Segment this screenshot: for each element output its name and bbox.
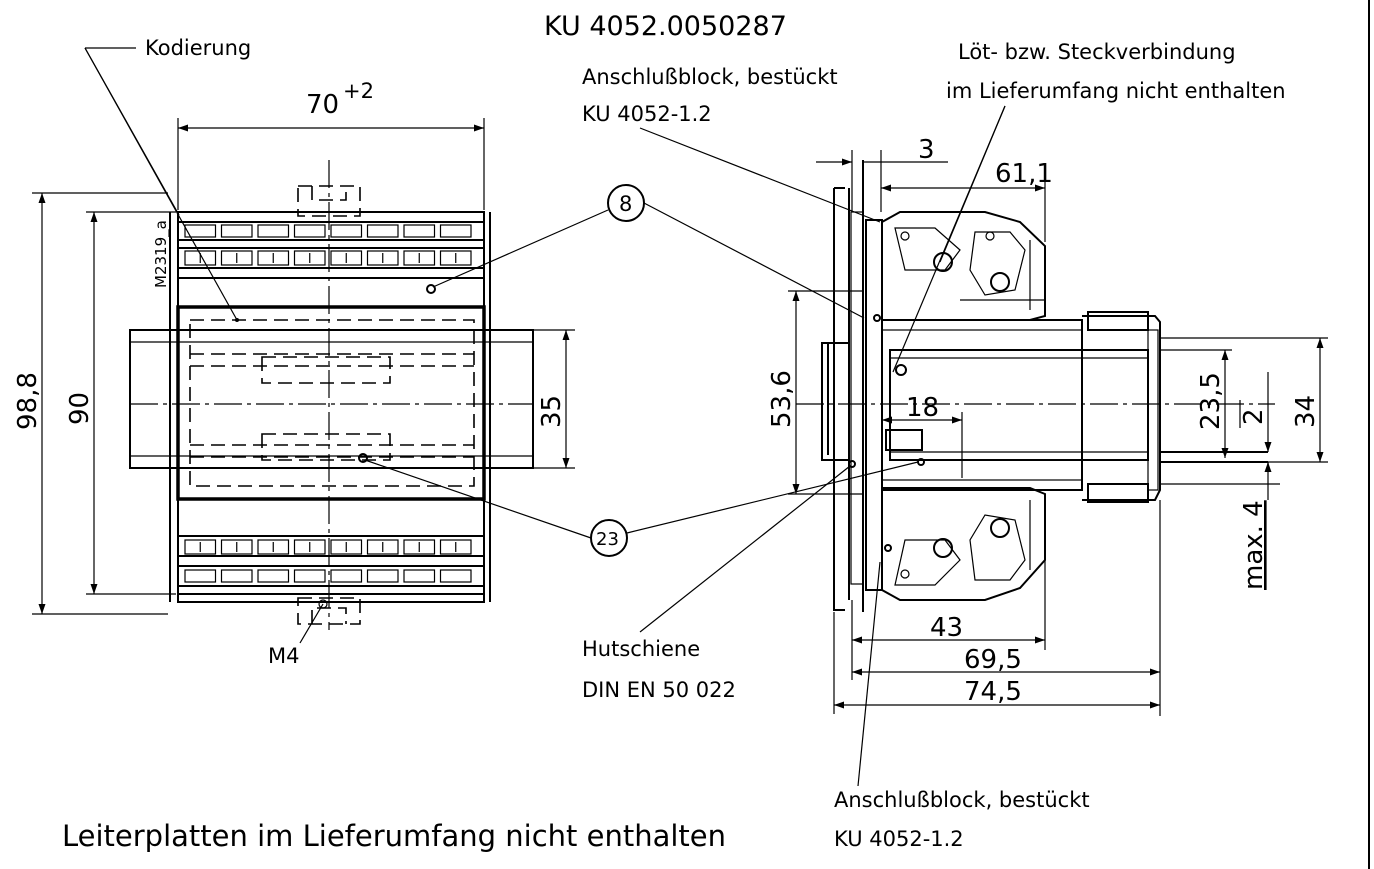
dim-53-6: 53,6 <box>767 370 797 428</box>
point-8-front <box>426 284 436 294</box>
side-dimensions: 3 61,1 53,6 18 23,5 2 34 max. 4 <box>767 135 1328 716</box>
dim-23-5: 23,5 <box>1196 372 1226 430</box>
terminal-cell <box>403 539 436 555</box>
dim-61-1: 61,1 <box>995 159 1053 189</box>
terminal-cell <box>439 250 472 266</box>
base-plate <box>865 219 883 591</box>
terminal-cell <box>220 569 253 583</box>
din-rail-front <box>129 329 534 469</box>
terminal-cell <box>330 250 363 266</box>
terminal-cell <box>184 569 217 583</box>
terminal-cell <box>366 250 399 266</box>
terminal-cell <box>257 224 290 238</box>
label-drawing-id: M2319_a <box>152 220 171 288</box>
footer-note: Leiterplatten im Lieferumfang nicht enth… <box>62 819 726 853</box>
dim-max-4: max. 4 <box>1239 500 1269 590</box>
label-anschluss-bottom-2: KU 4052-1.2 <box>834 827 964 851</box>
terminal-cell <box>220 539 253 555</box>
terminal-cell <box>184 250 217 266</box>
terminal-cell <box>366 569 399 583</box>
label-m4: M4 <box>268 644 299 668</box>
din-rail-side <box>833 187 850 611</box>
terminal-rows-top <box>178 221 484 279</box>
callout-23: 23 <box>590 519 628 557</box>
terminal-cell <box>257 569 290 583</box>
terminal-cell <box>330 569 363 583</box>
dim-2: 2 <box>1239 408 1269 425</box>
label-anschluss-bottom-1: Anschlußblock, bestückt <box>834 788 1090 812</box>
terminal-cell <box>220 224 253 238</box>
terminal-cell <box>403 569 436 583</box>
dim-74-5: 74,5 <box>964 677 1022 707</box>
drawing-title: KU 4052.0050287 <box>544 11 787 42</box>
terminal-cell <box>293 250 326 266</box>
terminal-cell <box>403 224 436 238</box>
label-anschluss-top-2: KU 4052-1.2 <box>582 102 712 126</box>
terminal-cell <box>403 250 436 266</box>
terminal-rows-bottom <box>178 535 484 595</box>
terminal-cell <box>330 539 363 555</box>
screw-top <box>297 185 361 217</box>
screw-bottom <box>297 597 361 625</box>
terminal-cell <box>220 250 253 266</box>
terminal-cell <box>293 224 326 238</box>
terminal-cell <box>257 539 290 555</box>
front-dimensions: 70 +2 98,8 90 35 <box>13 79 575 615</box>
terminal-cell <box>293 569 326 583</box>
terminal-cell <box>439 224 472 238</box>
label-hutschiene-1: Hutschiene <box>582 637 700 661</box>
dim-35: 35 <box>537 395 567 428</box>
terminal-cell <box>257 250 290 266</box>
dim-34: 34 <box>1291 395 1321 428</box>
terminal-cell <box>184 539 217 555</box>
label-loet-2: im Lieferumfang nicht enthalten <box>946 79 1286 103</box>
terminal-cell <box>366 539 399 555</box>
label-hutschiene-2: DIN EN 50 022 <box>582 678 736 702</box>
terminal-cell <box>439 569 472 583</box>
label-kodierung: Kodierung <box>145 36 251 60</box>
dim-3: 3 <box>918 135 935 165</box>
label-anschluss-top-1: Anschlußblock, bestückt <box>582 65 838 89</box>
svg-text:23: 23 <box>596 529 619 550</box>
cover-plate <box>176 305 486 501</box>
dim-90: 90 <box>65 392 95 425</box>
callout-8: 8 <box>607 184 645 222</box>
svg-text:8: 8 <box>619 192 632 216</box>
terminal-cell <box>330 224 363 238</box>
terminal-cell <box>366 224 399 238</box>
cover-side <box>1082 315 1161 501</box>
dim-43: 43 <box>930 613 963 643</box>
terminal-cell <box>184 224 217 238</box>
dim-70-tol: +2 <box>343 79 374 103</box>
terminal-cell <box>293 539 326 555</box>
terminal-cell <box>439 539 472 555</box>
dim-69-5: 69,5 <box>964 645 1022 675</box>
dim-18: 18 <box>906 393 939 423</box>
dim-98-8: 98,8 <box>13 372 43 430</box>
point-23-front <box>358 453 368 463</box>
dim-70: 70 <box>306 90 339 120</box>
front-view <box>129 160 534 630</box>
label-loet-1: Löt- bzw. Steckverbindung <box>958 40 1236 64</box>
